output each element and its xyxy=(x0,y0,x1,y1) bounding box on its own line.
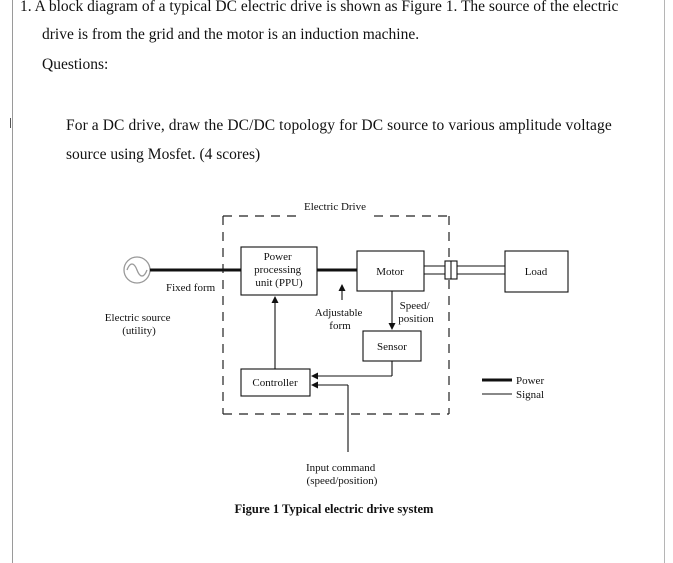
motor-shaft xyxy=(424,260,505,280)
motor-label: Motor xyxy=(376,266,404,278)
ac-source-symbol xyxy=(123,256,151,284)
svg-text:Power processing unit: Power processing unit (PPU) xyxy=(254,251,304,289)
prompt-line-2: source using Mosfet. (4 scores) xyxy=(66,146,261,163)
legend: Power Signal xyxy=(482,375,544,401)
legend-signal-label: Signal xyxy=(516,389,544,401)
controller-block xyxy=(240,368,311,397)
adjustable-label-line-2: form xyxy=(329,320,351,332)
sensor-block xyxy=(362,330,422,362)
fixed-form-label: Fixed form xyxy=(166,282,216,294)
signal-lines xyxy=(271,284,396,452)
svg-text:Adjustable form: Adjustable form xyxy=(315,307,365,332)
adjustable-label-line-1: Adjustable xyxy=(315,307,363,319)
svg-text:Speed/ position: Speed/ position xyxy=(398,300,434,325)
motor-block xyxy=(356,250,425,292)
page-right-border xyxy=(664,0,665,563)
sensor-label: Sensor xyxy=(377,341,407,353)
svg-text:Electric source (utility): Electric source (utility) xyxy=(105,312,173,337)
source-label-line-1: Electric source xyxy=(105,312,171,324)
ppu-label-line-1: Power xyxy=(264,251,292,263)
input-label-line-1: Input command xyxy=(306,462,376,474)
questions-label: Questions: xyxy=(42,56,109,73)
question-line-1: 1. A block diagram of a typical DC elect… xyxy=(20,0,619,15)
electric-drive-title: Electric Drive xyxy=(304,201,366,213)
ppu-label-line-3: unit (PPU) xyxy=(255,277,303,289)
load-label: Load xyxy=(525,266,548,278)
ppu-label-line-2: processing xyxy=(254,264,302,276)
speed-label-line-2: position xyxy=(398,313,434,325)
ppu-block xyxy=(240,246,318,296)
electric-drive-boundary xyxy=(222,215,450,415)
svg-text:Input command (speed/posit: Input command (speed/position) xyxy=(306,462,378,487)
legend-power-label: Power xyxy=(516,375,544,387)
prompt-line-1: For a DC drive, draw the DC/DC topology … xyxy=(66,117,612,134)
figure-caption: Figure 1 Typical electric drive system xyxy=(235,502,434,516)
margin-tick xyxy=(10,118,11,128)
question-line-2: drive is from the grid and the motor is … xyxy=(42,26,420,43)
page-left-border xyxy=(12,0,13,563)
input-label-line-2: (speed/position) xyxy=(307,475,378,487)
load-block xyxy=(504,250,569,293)
controller-label: Controller xyxy=(252,377,298,389)
source-label-line-2: (utility) xyxy=(122,325,156,337)
speed-label-line-1: Speed/ xyxy=(400,300,431,312)
